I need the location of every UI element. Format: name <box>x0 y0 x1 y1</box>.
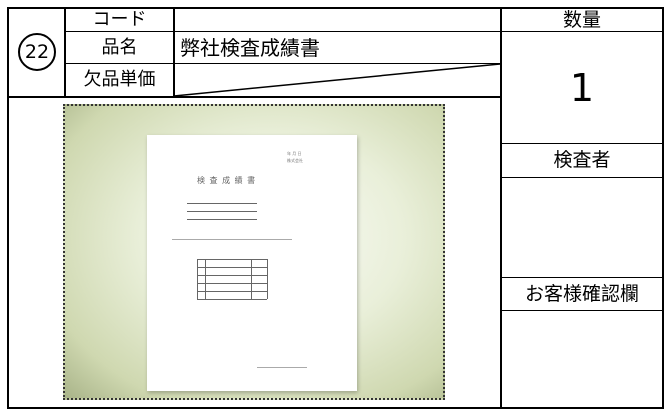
table-line <box>205 259 206 299</box>
table-line <box>197 299 267 300</box>
side-sep-1 <box>500 143 662 144</box>
inspector-value <box>502 178 662 277</box>
unit-price-label: 欠品単価 <box>83 69 156 90</box>
frame-left <box>7 7 9 409</box>
side-sep-3 <box>500 277 662 278</box>
frame-right <box>662 7 664 409</box>
table-line <box>197 275 267 276</box>
label-col-left <box>64 7 66 97</box>
label-col-right <box>173 7 175 97</box>
product-name: 弊社検査成績書 <box>180 35 320 60</box>
customer-check-label: お客様確認欄 <box>524 282 639 305</box>
product-photo: 年 月 日 株式会社 検 査 成 績 書 <box>63 104 445 400</box>
document-header-text: 年 月 日 <box>287 151 302 156</box>
document-company-text: 株式会社 <box>287 158 303 163</box>
side-col-left <box>500 7 502 409</box>
document-sheet: 年 月 日 株式会社 検 査 成 績 書 <box>147 135 357 391</box>
unit-price-value <box>180 64 490 96</box>
row-sep-1 <box>64 31 662 32</box>
table-line <box>197 267 267 268</box>
code-value <box>180 9 490 31</box>
customer-check-value <box>502 311 662 407</box>
table-line <box>197 259 198 299</box>
table-line <box>197 283 267 284</box>
footer-line <box>257 367 307 368</box>
quantity-value: 1 <box>569 65 595 110</box>
name-label: 品名 <box>101 36 138 58</box>
item-number-badge: 22 <box>18 33 56 71</box>
frame-bottom <box>7 407 664 409</box>
inspector-label: 検査者 <box>553 149 611 171</box>
item-number: 22 <box>24 41 50 63</box>
quantity-label: 数量 <box>562 8 601 31</box>
table-line <box>197 291 267 292</box>
side-sep-2 <box>500 177 662 178</box>
form-line <box>187 219 257 220</box>
form-line <box>187 203 257 204</box>
side-sep-4 <box>500 310 662 311</box>
table-line <box>267 259 268 299</box>
frame-top <box>7 7 664 9</box>
table-line <box>251 259 252 299</box>
header-bottom <box>7 96 501 98</box>
table-line <box>197 259 267 260</box>
form-line <box>187 211 257 212</box>
form-line <box>172 239 292 240</box>
code-label: コード <box>92 9 147 30</box>
document-title: 検 査 成 績 書 <box>197 176 257 185</box>
